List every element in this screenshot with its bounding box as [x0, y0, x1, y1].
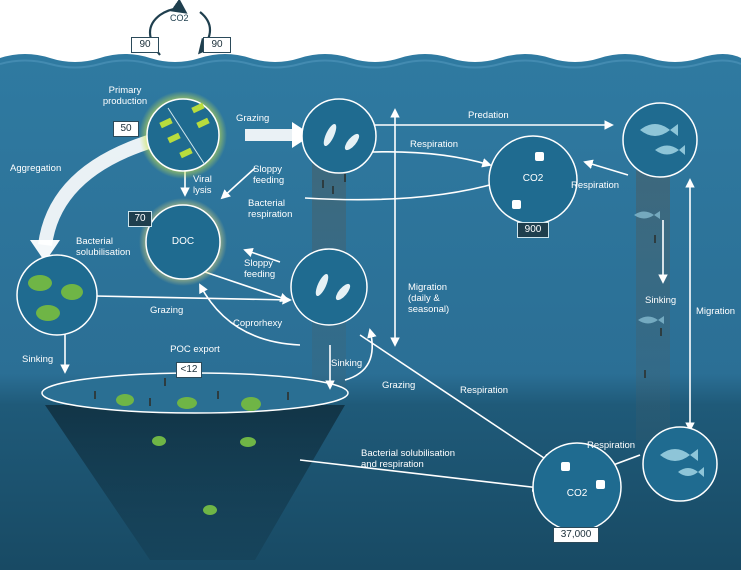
respiration-fish-label: Respiration — [571, 180, 620, 191]
migration-daily-label: Migration (daily & seasonal) — [408, 282, 450, 315]
co2-uptake-value: 90 — [203, 37, 231, 53]
poc-export-value: <12 — [176, 362, 202, 378]
respiration-deep-label: Respiration — [460, 385, 509, 396]
migration-right-label: Migration — [696, 306, 736, 317]
zooplankton-icon — [315, 123, 360, 301]
fish-icon — [634, 124, 704, 477]
phytoplankton-icon — [159, 102, 210, 159]
co2-bubble-icon — [512, 152, 605, 489]
co2-deep-circle — [532, 442, 622, 532]
fish-upper-circle — [622, 102, 698, 178]
bacterial-respiration-label: Bacterial respiration — [248, 198, 293, 220]
zooplankton-upper-circle — [301, 98, 377, 174]
sloppy-feeding-label-2: Sloppy feeding — [244, 258, 276, 280]
doc-circle — [145, 204, 221, 280]
sinking-mid-label: Sinking — [331, 358, 363, 369]
co2-deep-value: 37,000 — [553, 527, 599, 543]
aggregate-icon — [28, 275, 83, 321]
zooplankton-lower-circle — [290, 248, 368, 326]
viral-lysis-label: Viral lysis — [193, 174, 212, 196]
primary-production-label: Primary production — [102, 85, 148, 107]
poc-export-label: POC export — [170, 344, 220, 355]
coprorhexy-label: Coprorhexy — [233, 318, 283, 329]
aggregation-arrow — [38, 133, 158, 247]
bacterial-solubilisation-label: Bacterial solubilisation — [76, 236, 131, 258]
atmosphere-co2-label: CO2 — [170, 13, 189, 23]
aggregates-circle — [16, 254, 98, 336]
doc-label: DOC — [171, 236, 195, 247]
doc-value: 70 — [128, 211, 152, 227]
grazing-mid-label: Grazing — [150, 305, 184, 316]
co2-upper-value: 900 — [517, 222, 549, 238]
grazing-top-label: Grazing — [236, 113, 270, 124]
poc-export-ellipse — [41, 372, 349, 414]
respiration-deep-fish-label: Respiration — [587, 440, 636, 451]
respiration-zoo-label: Respiration — [410, 139, 459, 150]
co2-uptake-arrow — [198, 11, 214, 55]
co2-deep-label: CO2 — [566, 488, 588, 499]
poc-funnel — [45, 405, 345, 560]
sinking-right-label: Sinking — [645, 295, 677, 306]
primary-production-circle — [146, 98, 220, 172]
flux-arrows — [60, 120, 668, 492]
aggregate-icon — [116, 394, 261, 515]
bacterial-solubilisation-respiration-label: Bacterial solubilisation and respiration — [361, 448, 455, 470]
co2-outgassing-value: 90 — [131, 37, 159, 53]
predation-label: Predation — [468, 110, 509, 121]
aggregation-label: Aggregation — [10, 163, 62, 174]
sloppy-feeding-label-1: Sloppy feeding — [253, 164, 285, 186]
co2-upper-label: CO2 — [522, 173, 544, 184]
primary-production-value: 50 — [113, 121, 139, 137]
fecal-pellet-icon — [94, 174, 662, 406]
grazing-low-label: Grazing — [382, 380, 416, 391]
fish-deep-circle — [642, 426, 718, 502]
sinking-left-label: Sinking — [22, 354, 54, 365]
